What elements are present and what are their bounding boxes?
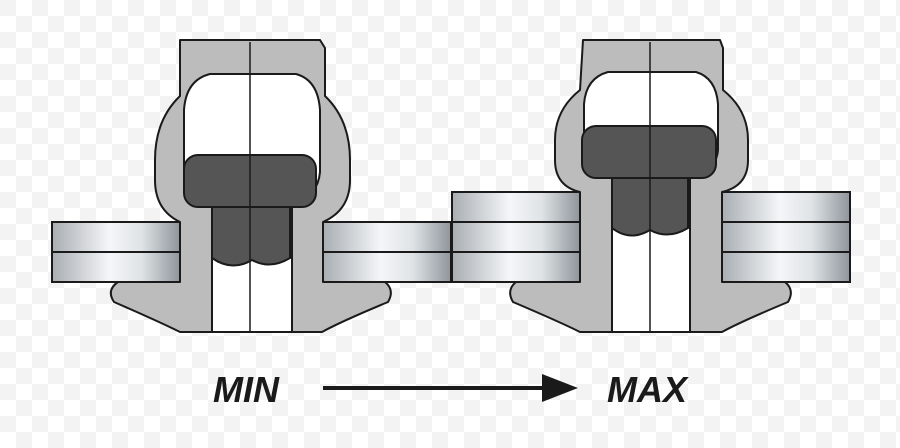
rivet-min-grip	[51, 39, 452, 333]
mandrel-head-max	[581, 125, 717, 179]
plate-min-right-bottom	[322, 251, 452, 283]
min-label: MIN	[213, 369, 280, 410]
plate-max-left-bottom	[451, 251, 581, 283]
rivet-max-grip	[451, 39, 851, 333]
plate-min-left-top	[51, 221, 181, 253]
mandrel-stem-min	[211, 206, 291, 267]
plate-max-right-middle	[721, 221, 851, 253]
plate-max-left-top	[451, 191, 581, 223]
max-label: MAX	[607, 369, 689, 410]
plate-max-left-middle	[451, 221, 581, 253]
plate-max-right-top	[721, 191, 851, 223]
plate-min-right-top	[322, 221, 452, 253]
plate-max-right-bottom	[721, 251, 851, 283]
arrow-right-icon	[323, 374, 578, 402]
plate-min-left-bottom	[51, 251, 181, 283]
